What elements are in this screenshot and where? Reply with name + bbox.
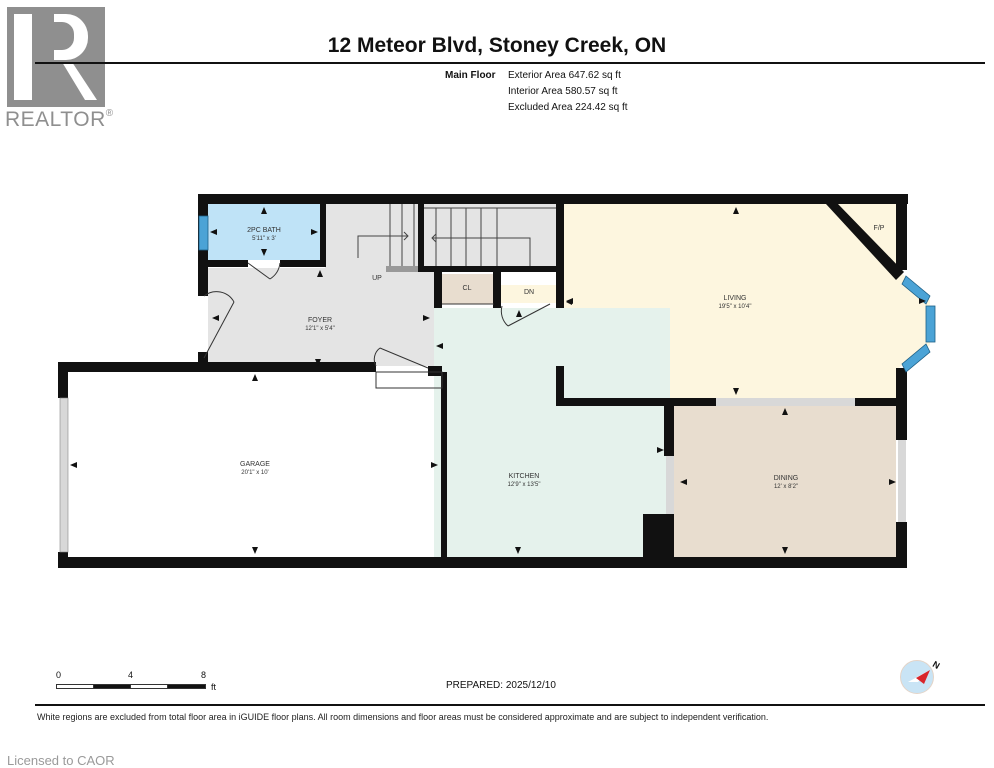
scale-tick-4: 4 [128, 670, 134, 680]
scale-tick-8: 8 [201, 670, 207, 680]
realtor-logo-r-leg [62, 62, 97, 100]
floor-name: Main Floor [445, 70, 496, 81]
room-dining-fill [674, 406, 896, 557]
closet-fill [441, 274, 493, 304]
page-title: 12 Meteor Blvd, Stoney Creek, ON [327, 34, 667, 57]
stairs-down-fill [424, 204, 558, 270]
license-notice: Licensed to CAOR [7, 753, 115, 768]
scale-tick-0: 0 [56, 670, 62, 680]
stairs-up-label: UP [372, 275, 382, 282]
closet-label: CL [462, 285, 472, 292]
stairs-down-label: DN [523, 289, 535, 296]
dn-landing-fill [500, 285, 556, 303]
room-label-bath: 2PC BATH 5'11" x 3' [247, 227, 281, 242]
room-garage-fill [68, 372, 442, 557]
room-label-foyer: FOYER 12'1" x 5'4" [305, 317, 335, 332]
prepared-date: PREPARED: 2025/12/10 [446, 680, 556, 691]
fireplace-label: F/P [873, 225, 885, 232]
room-label-garage: GARAGE 20'1" x 10' [240, 461, 270, 476]
title-divider [35, 62, 985, 64]
compass-needle-icon [908, 670, 930, 684]
stairs-up-fill [325, 204, 418, 270]
realtor-logo-r-stem [14, 14, 32, 100]
compass-icon [900, 660, 934, 694]
excluded-area: Excluded Area 224.42 sq ft [508, 102, 628, 113]
room-label-dining: DINING 12' x 8'2" [773, 475, 799, 490]
room-foyer-fill [208, 268, 434, 366]
realtor-logo-r-counter [54, 22, 74, 50]
room-label-kitchen: KITCHEN 12'9" x 13'5" [507, 473, 541, 488]
interior-area: Interior Area 580.57 sq ft [508, 86, 618, 97]
realtor-wordmark: REALTOR® [5, 108, 114, 131]
exterior-area: Exterior Area 647.62 sq ft [508, 70, 621, 81]
room-label-living: LIVING 19'5" x 10'4" [718, 295, 752, 310]
scale-unit: ft [211, 682, 217, 692]
disclaimer: White regions are excluded from total fl… [37, 712, 769, 722]
footer-divider [35, 704, 985, 706]
